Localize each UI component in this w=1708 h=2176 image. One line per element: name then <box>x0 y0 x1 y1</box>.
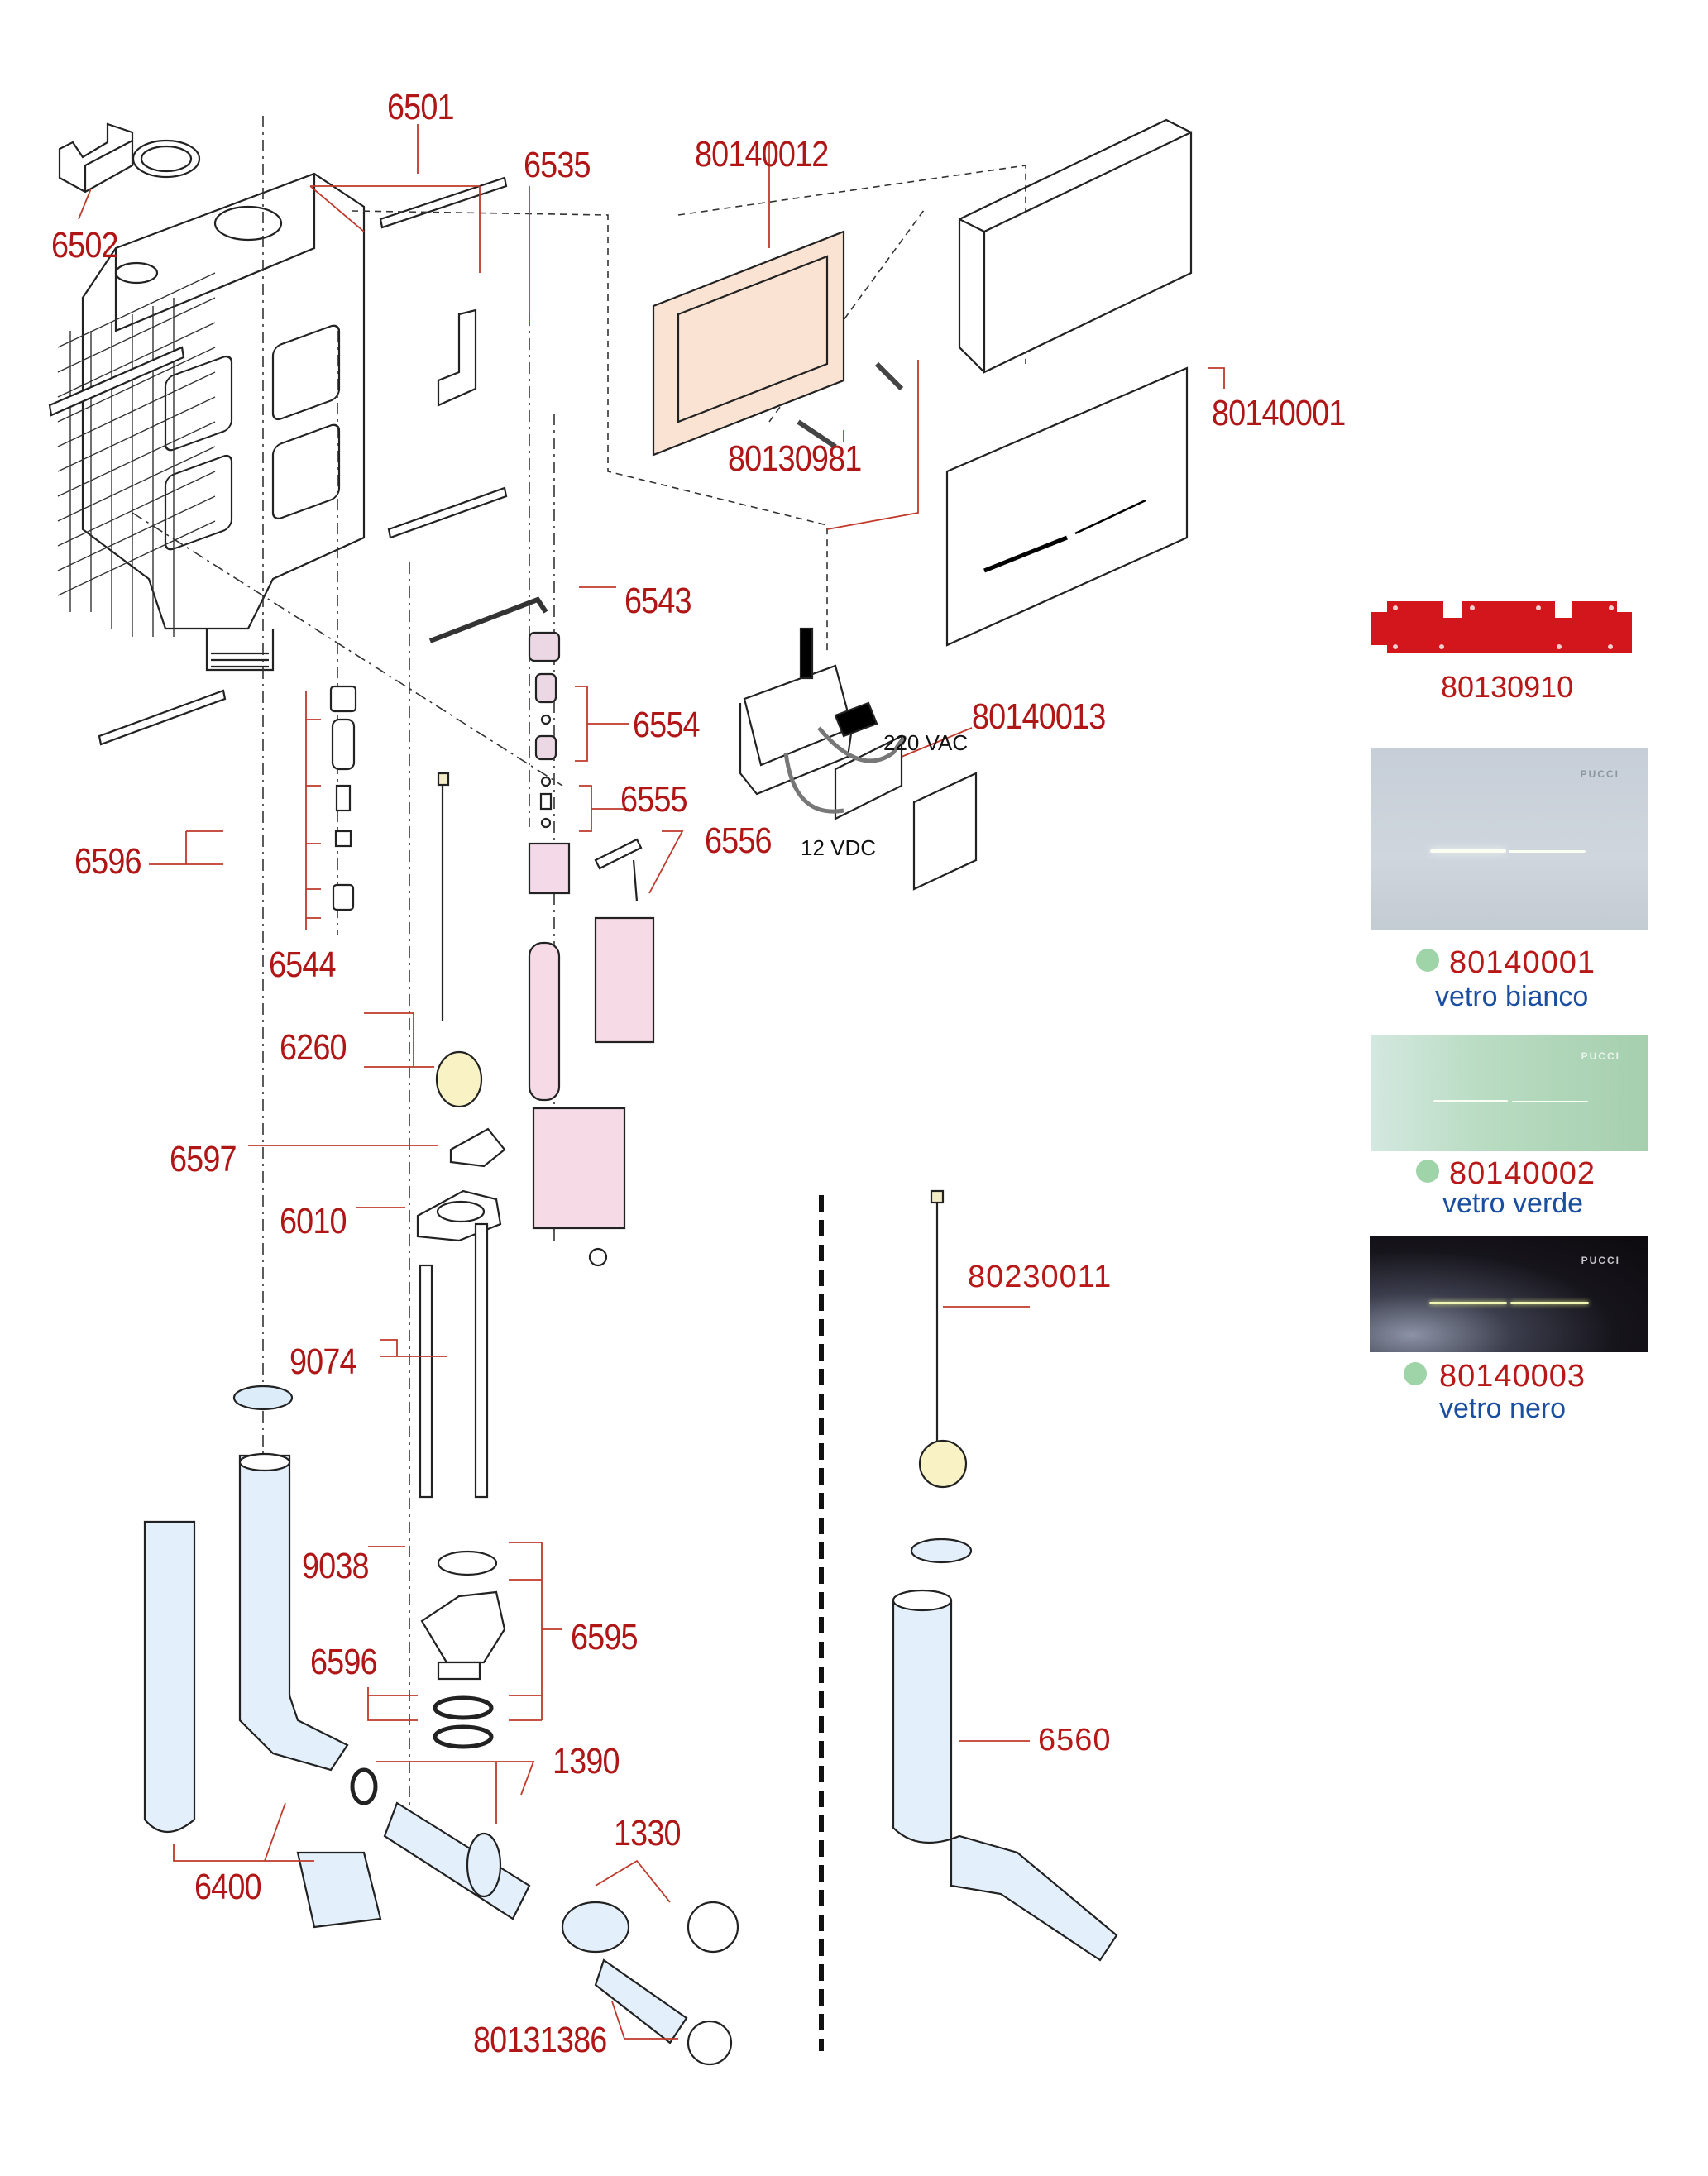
label-6596-lower: 6596 <box>310 1642 378 1682</box>
variant-code-bianco: 80140001 <box>1449 945 1596 980</box>
variant-plate-verde: PUCCI <box>1371 1035 1648 1151</box>
label-6501: 6501 <box>387 87 455 127</box>
part-6560-bend <box>892 1599 1118 1962</box>
installation-template-80130910 <box>1371 601 1632 653</box>
part-9074-rod-1 <box>419 1264 433 1499</box>
plate-brand: PUCCI <box>1580 768 1619 780</box>
plate-brand: PUCCI <box>1581 1050 1620 1062</box>
cistern-insulation-grid <box>57 272 216 637</box>
part-box-pink-upper <box>594 916 655 1044</box>
part-80140013-electrical <box>739 627 978 891</box>
label-80140012: 80140012 <box>695 134 829 175</box>
part-6543-hose <box>428 596 548 643</box>
part-80230011-float <box>918 1439 968 1489</box>
part-pipe-collar <box>232 1385 294 1411</box>
label-6596-upper: 6596 <box>74 841 142 882</box>
part-9038-ring <box>437 1550 498 1576</box>
label-9074: 9074 <box>289 1341 357 1382</box>
part-80130981-screws <box>797 361 904 449</box>
cistern-body <box>81 172 366 672</box>
variant-dot-verde <box>1416 1160 1439 1183</box>
label-6543: 6543 <box>624 581 692 621</box>
part-box-pink-lower <box>532 1107 626 1230</box>
label-80130981: 80130981 <box>728 438 862 479</box>
variant-plate-nero: PUCCI <box>1370 1236 1648 1352</box>
label-80230011: 80230011 <box>968 1260 1112 1294</box>
variant-dot-nero <box>1404 1362 1427 1385</box>
part-6502-drawing <box>58 122 134 194</box>
part-6400-cover <box>143 1520 196 1833</box>
label-80140013: 80140013 <box>972 696 1106 737</box>
leader-lines <box>78 124 1225 2040</box>
part-6554-6555-drawing <box>528 631 571 895</box>
part-ring-top <box>132 139 201 179</box>
part-frame-box <box>983 131 1193 374</box>
variant-plate-bianco: PUCCI <box>1371 748 1648 930</box>
label-6544: 6544 <box>269 945 337 985</box>
part-80131386-sleeve <box>594 1958 688 2044</box>
label-9038: 9038 <box>302 1546 370 1586</box>
label-6556: 6556 <box>705 820 773 861</box>
label-6400: 6400 <box>194 1867 262 1907</box>
part-6596-oring-1 <box>433 1695 494 1720</box>
label-6260: 6260 <box>280 1027 347 1068</box>
label-6502: 6502 <box>51 225 119 265</box>
variant-code-verde: 80140002 <box>1449 1156 1596 1191</box>
part-6597-clip <box>449 1127 506 1168</box>
label-1330: 1330 <box>614 1813 682 1853</box>
part-9074-rod-2 <box>474 1222 489 1499</box>
label-6560: 6560 <box>1038 1723 1112 1758</box>
label-6595: 6595 <box>571 1617 639 1657</box>
part-6560-collar <box>910 1538 973 1564</box>
mounting-rails <box>48 176 508 746</box>
variant-name-bianco: vetro bianco <box>1435 981 1589 1012</box>
part-1390-pipe <box>383 1801 531 1920</box>
label-220vac: 220 VAC <box>883 730 969 755</box>
variant-code-nero: 80140003 <box>1439 1359 1586 1394</box>
part-80140001-plate-drawing <box>945 366 1189 647</box>
label-80130910: 80130910 <box>1441 670 1574 704</box>
label-1390: 1390 <box>553 1741 620 1781</box>
variant-name-verde: vetro verde <box>1442 1188 1584 1219</box>
part-1330-fitting <box>687 1901 739 1954</box>
label-6535: 6535 <box>524 145 591 185</box>
label-6010: 6010 <box>280 1201 347 1241</box>
part-tube-pink <box>528 941 561 1102</box>
part-cap <box>296 1851 382 1929</box>
label-12vdc: 12 VDC <box>801 835 877 860</box>
label-6554: 6554 <box>633 705 701 745</box>
plate-brand: PUCCI <box>1581 1255 1620 1266</box>
label-80140001: 80140001 <box>1212 393 1346 433</box>
part-6260-float <box>435 1050 483 1108</box>
part-6544-drawing <box>329 685 357 911</box>
part-6595-body <box>420 1590 506 1664</box>
part-6535-bracket <box>437 308 477 407</box>
label-80131386: 80131386 <box>473 2020 607 2060</box>
part-1330-nut <box>561 1901 630 1954</box>
label-6555: 6555 <box>620 779 688 820</box>
variant-name-nero: vetro nero <box>1439 1393 1567 1424</box>
variant-dot-bianco <box>1416 949 1439 972</box>
part-80140012-plate <box>652 230 845 457</box>
part-6596-oring-2 <box>433 1724 494 1749</box>
label-6597: 6597 <box>170 1139 237 1179</box>
part-6400-bend <box>238 1454 349 1772</box>
part-1390-oring <box>350 1767 378 1805</box>
